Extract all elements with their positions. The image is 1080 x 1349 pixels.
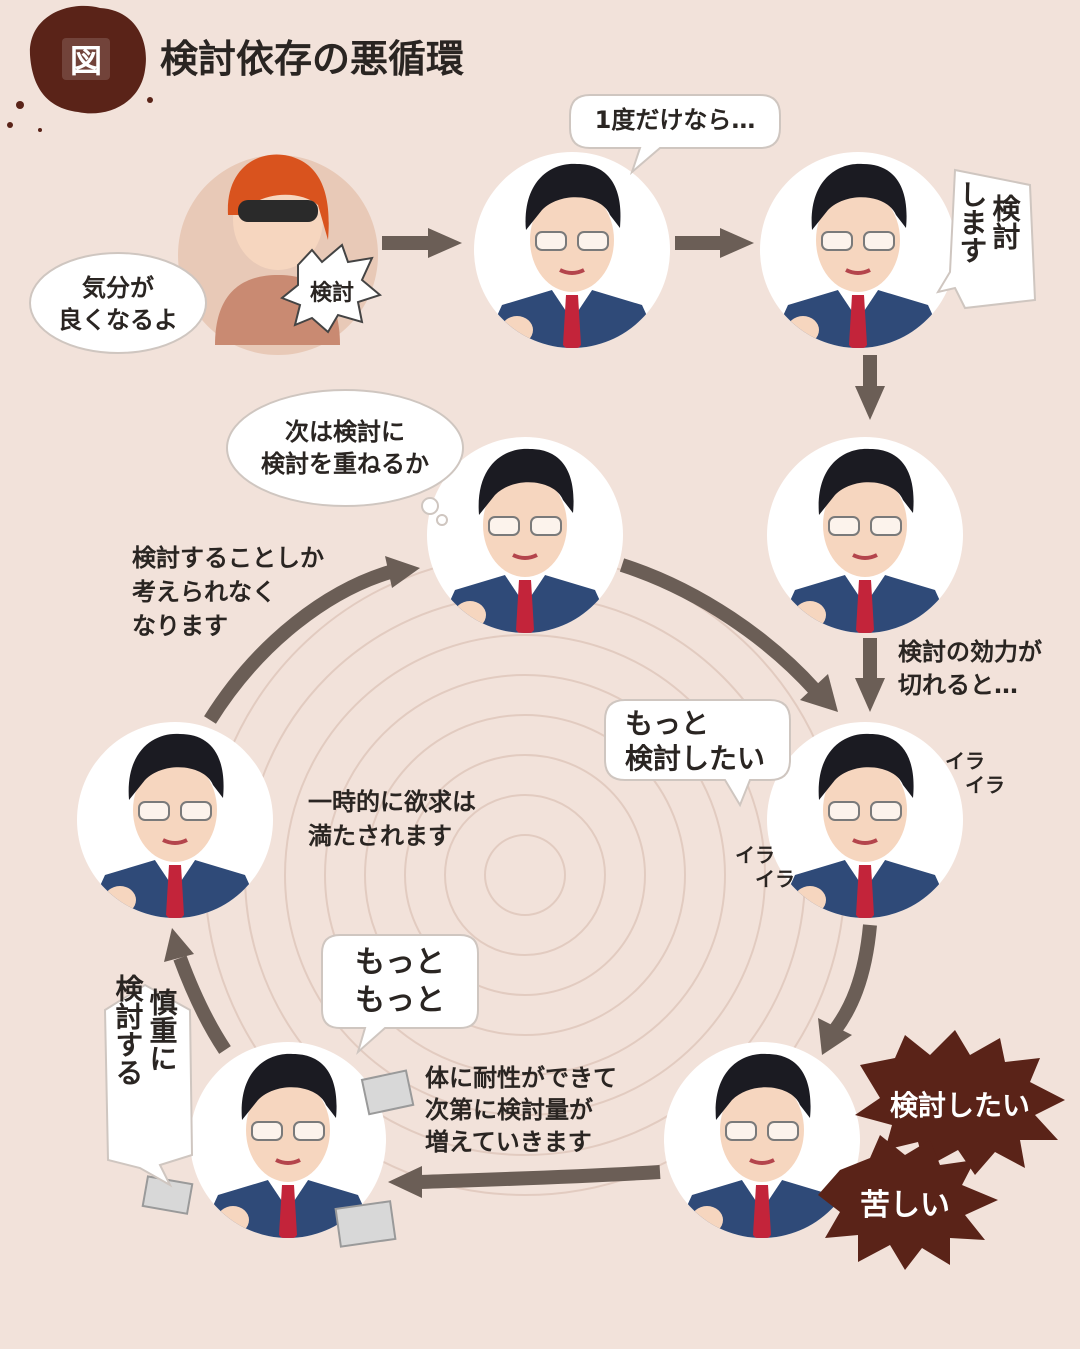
svg-text:切れると…: 切れると…: [898, 671, 1018, 699]
svg-text:検討する: 検討する: [112, 974, 145, 1086]
cycle-arrow-3: [855, 355, 885, 420]
caption-tolerance: 体に耐性ができて 次第に検討量が 増えていきます: [425, 1064, 617, 1156]
page-title: 検討依存の悪循環: [160, 37, 464, 81]
svg-text:体に耐性ができて: 体に耐性ができて: [425, 1064, 617, 1092]
carefully-speech-bubble: 慎重に 検討する: [103, 974, 194, 1188]
more-more-speech-bubble: もっと もっと: [321, 934, 479, 1056]
want-burst: 検討したい: [855, 1030, 1065, 1175]
cycle-arrow-7: [388, 1165, 661, 1198]
pain-burst: 苦しい: [818, 1135, 998, 1270]
svg-text:良くなるよ: 良くなるよ: [58, 306, 178, 334]
title-block: 図 検討依存の悪循環: [7, 5, 464, 132]
svg-text:もっと: もっと: [355, 983, 445, 1018]
cycle-arrow-4: [855, 638, 885, 712]
svg-text:します: します: [956, 180, 989, 264]
svg-text:次第に検討量が: 次第に検討量が: [425, 1096, 593, 1124]
svg-text:検討: 検討: [989, 194, 1022, 250]
svg-text:イラ: イラ: [945, 749, 985, 773]
svg-text:検討: 検討: [310, 280, 354, 306]
dealer-offer-burst: 検討: [280, 243, 383, 334]
svg-text:一時的に欲求は: 一時的に欲求は: [308, 788, 476, 816]
want-more-speech-bubble: もっと 検討したい: [604, 699, 791, 808]
politician-face-1: [474, 152, 670, 360]
cycle-arrow-2: [675, 228, 754, 258]
caption-wears-off: 検討の効力が 切れると…: [898, 638, 1042, 699]
politician-face-4: [767, 437, 963, 645]
svg-text:もっと: もっと: [355, 945, 445, 980]
svg-text:考えられなく: 考えられなく: [132, 578, 276, 606]
title-badge-splash: [29, 5, 146, 114]
cycle-arrow-5: [619, 558, 838, 712]
will-consider-speech-bubble: 検討 します: [935, 168, 1037, 310]
svg-text:なります: なります: [132, 612, 228, 640]
once-speech-bubble: 1度だけなら…: [569, 94, 781, 176]
svg-text:イラ: イラ: [965, 773, 1005, 797]
svg-text:次は検討に: 次は検討に: [285, 418, 405, 446]
svg-text:イラ: イラ: [735, 843, 775, 867]
title-badge: 図: [70, 42, 102, 80]
svg-text:気分が: 気分が: [82, 274, 154, 302]
svg-text:苦しい: 苦しい: [860, 1188, 950, 1223]
caption-only-think: 検討することしか 考えられなく なります: [132, 544, 324, 640]
irritated-mark-2: イラ イラ: [735, 843, 795, 891]
dealer-figure: [178, 154, 378, 355]
caption-satisfied: 一時的に欲求は 満たされます: [308, 788, 476, 850]
svg-text:イラ: イラ: [755, 867, 795, 891]
next-time-thought-bubble: 次は検討に 検討を重ねるか: [226, 389, 464, 526]
politician-face-6: [767, 722, 963, 930]
dealer-speech-bubble: 気分が 良くなるよ: [29, 252, 207, 354]
cycle-arrow-8: [164, 928, 231, 1054]
svg-text:慎重に: 慎重に: [146, 988, 179, 1072]
cycle-arrow-9: [204, 556, 420, 724]
politician-face-8: [664, 1042, 860, 1250]
cycle-arrow-6: [818, 924, 877, 1055]
svg-text:1度だけなら…: 1度だけなら…: [595, 106, 756, 134]
cycle-arrow-1: [382, 228, 462, 258]
svg-text:検討したい: 検討したい: [890, 1089, 1030, 1122]
svg-text:検討を重ねるか: 検討を重ねるか: [261, 450, 429, 478]
svg-text:検討の効力が: 検討の効力が: [898, 638, 1042, 666]
politician-face-5: [77, 722, 273, 930]
irritated-mark-1: イラ イラ: [945, 749, 1005, 797]
svg-text:もっと: もっと: [625, 707, 709, 740]
svg-text:満たされます: 満たされます: [308, 822, 452, 850]
svg-text:検討したい: 検討したい: [625, 742, 765, 775]
paper-stack-icon: [141, 1069, 415, 1248]
politician-face-2: [760, 152, 956, 360]
svg-text:増えていきます: 増えていきます: [425, 1128, 592, 1156]
svg-text:検討することしか: 検討することしか: [132, 544, 324, 572]
